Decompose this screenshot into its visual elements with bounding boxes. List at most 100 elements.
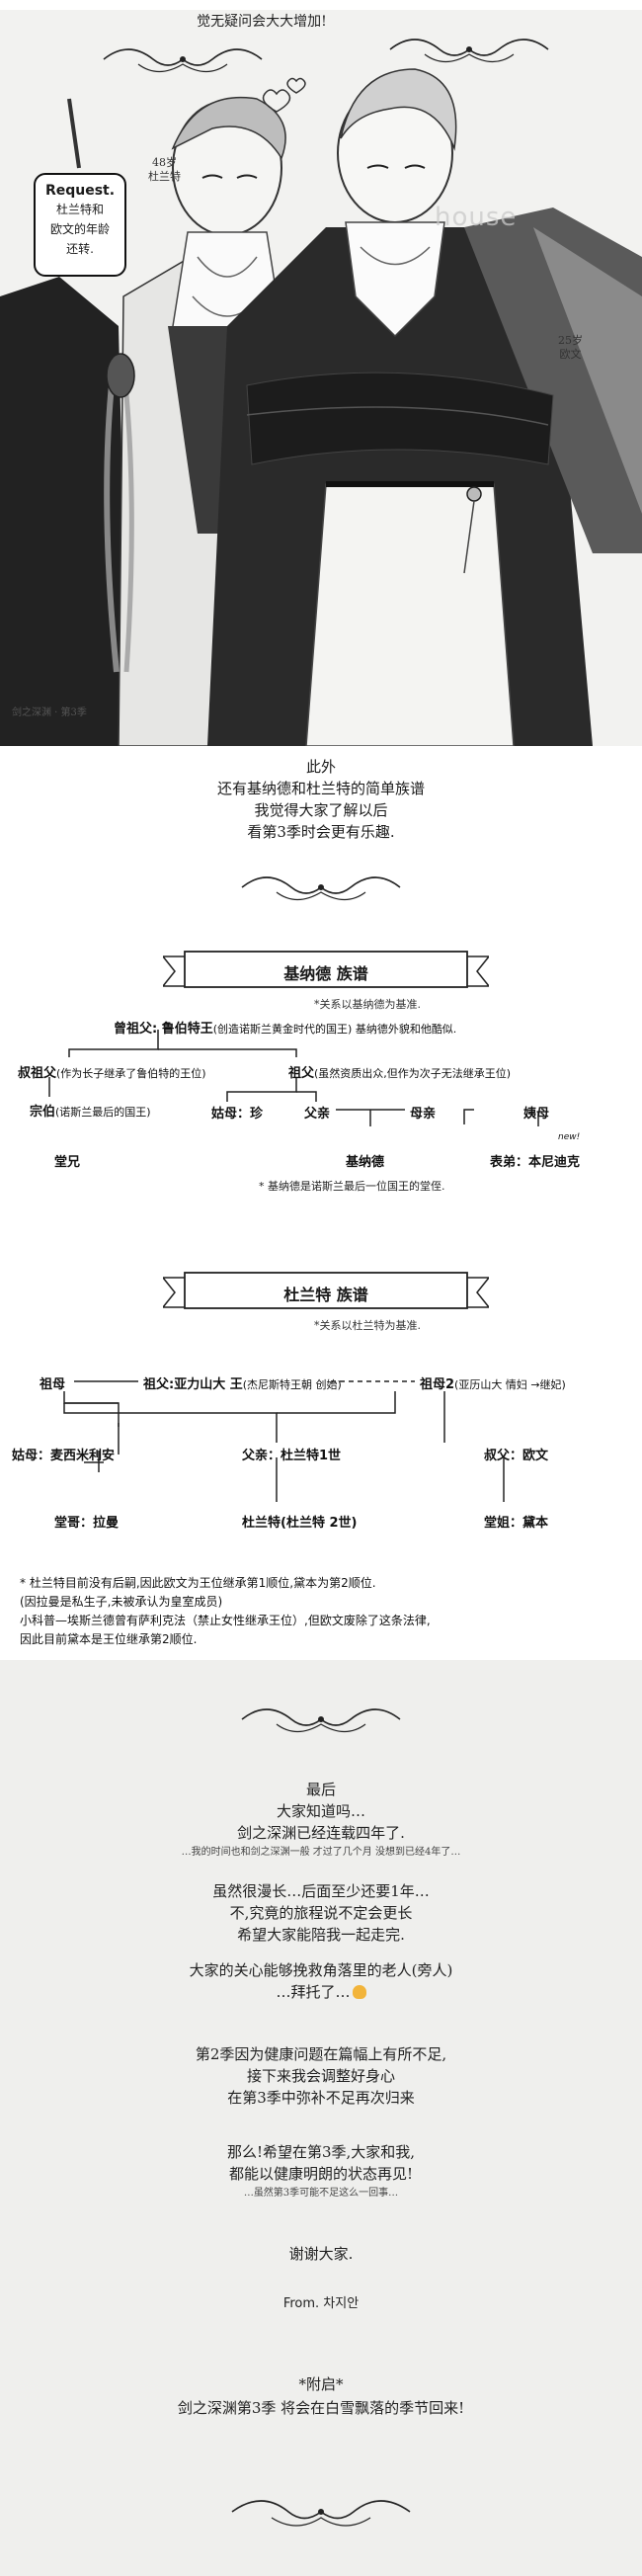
closing-line-with-icon: …拜托了… — [0, 1981, 642, 2003]
kinard-aunt2: 姨母 — [523, 1103, 549, 1122]
node-label: 基纳德 — [346, 1155, 385, 1170]
node-label: 叔祖父 — [18, 1066, 57, 1081]
intro-line: 看第3季时会更有乐趣. — [247, 823, 395, 841]
node-label: 叔父：欧文 — [484, 1449, 549, 1463]
node-label: 宗伯 — [30, 1105, 56, 1120]
succession-line: * 杜兰特目前没有后嗣,因此欧文为王位继承第1顺位,黛本为第2顺位. — [20, 1576, 376, 1590]
closing-line: 最后 — [305, 1781, 336, 1798]
closing-block-5: 那么!希望在第3季,大家和我, 都能以健康明朗的状态再见! — [0, 2141, 642, 2185]
kinard-tree-lines — [48, 1030, 539, 1126]
intro-text: 此外 还有基纳德和杜兰特的简单族谱 我觉得大家了解以后 看第3季时会更有乐趣. — [0, 756, 642, 843]
closing-line: …拜托了… — [276, 1983, 351, 2001]
watermark-text: house — [435, 203, 518, 232]
node-desc: (创造诺斯兰黄金时代的国王) 基纳德外貌和他酷似. — [212, 1023, 457, 1036]
flourish-ornament-bottom — [231, 2500, 411, 2527]
kinard-banner-ribbon — [163, 951, 489, 988]
closing-block-1: 最后 大家知道吗… 剑之深渊已经连载四年了. — [0, 1779, 642, 1844]
closing-thanks: 谢谢大家. — [288, 2245, 354, 2263]
credit-text: 剑之深渊 · 第3季 — [12, 707, 87, 718]
closing-small-5: …虽然第3季可能不足这么一回事… — [243, 2188, 399, 2199]
kinard-aunt: 姑母：珍 — [211, 1103, 263, 1122]
appendix-text: 剑之深渊第3季 将会在白雪飘落的季节回来! — [177, 2399, 465, 2417]
intro-line: 我觉得大家了解以后 — [254, 801, 388, 819]
top-caption: 觉无疑问会大大增加! — [197, 14, 327, 30]
new-badge: new! — [558, 1132, 581, 1142]
succession-line: 小科普—埃斯兰德曾有萨利克法（禁止女性继承王位）,但欧文废除了这条法律, — [20, 1614, 431, 1627]
kinard-great-grandfather: 曾祖父: 鲁伯特王(创造诺斯兰黄金时代的国王) 基纳德外貌和他酷似. — [114, 1018, 456, 1037]
node-label: 父亲：杜兰特1世 — [242, 1449, 342, 1463]
closing-line: 第2季因为健康问题在篇幅上有所不足, — [195, 2045, 447, 2063]
node-desc: (杰尼斯特王朝 创始) — [242, 1378, 342, 1391]
node-desc: (作为长子继承了鲁伯特的王位) — [56, 1067, 206, 1080]
durant-banner-ribbon — [163, 1272, 489, 1309]
flourish-ornament — [241, 1708, 401, 1733]
kinard-banner-note: *关系以基纳德为基准. — [314, 998, 421, 1011]
closing-line: 大家知道吗… — [276, 1802, 365, 1820]
closing-block-3: 大家的关心能够挽救角落里的老人(旁人) …拜托了… — [0, 1959, 642, 2003]
durant-grandmother: 祖母 — [40, 1373, 65, 1392]
closing-line: 大家的关心能够挽救角落里的老人(旁人) — [189, 1961, 453, 1979]
kinard-cousin: 堂兄 — [54, 1151, 80, 1170]
closing-line: 剑之深渊已经连载四年了. — [237, 1824, 405, 1842]
node-label: 祖母 — [40, 1377, 66, 1392]
age-label-owen: 25岁 欧文 — [558, 334, 583, 362]
node-label: 姨母 — [523, 1107, 550, 1122]
node-label: 姑母：珍 — [211, 1107, 264, 1122]
durant-cousin: 堂哥：拉曼 — [54, 1512, 119, 1531]
durant-banner-note: *关系以杜兰特为基准. — [314, 1319, 421, 1332]
node-label: 堂兄 — [54, 1155, 81, 1170]
age-value: 48岁 — [152, 156, 177, 169]
age-name: 欧文 — [559, 348, 582, 361]
kinard-grandfather: 祖父(虽然资质出众,但作为次子无法继承王位) — [288, 1062, 511, 1081]
illustration-artwork — [0, 0, 642, 746]
appendix-title: *附启* — [298, 2375, 344, 2393]
request-note-card: Request. 杜兰特和 欧文的年龄 还转. — [34, 173, 126, 277]
kinard-mother: 母亲 — [410, 1103, 436, 1122]
node-label: 堂姐：黛本 — [484, 1516, 549, 1531]
intro-line: 还有基纳德和杜兰特的简单族谱 — [216, 780, 425, 797]
node-desc: (亚历山大 情妇 →继妃) — [454, 1378, 566, 1391]
closing-line: 接下来我会调整好身心 — [246, 2067, 395, 2085]
note-card-title: Request. — [44, 183, 116, 199]
kinard-self: 基纳德 — [346, 1151, 384, 1170]
intro-line: 此外 — [305, 758, 336, 776]
durant-cousin2: 堂姐：黛本 — [484, 1512, 548, 1531]
age-value: 25岁 — [558, 334, 583, 347]
flourish-ornament — [103, 48, 263, 73]
closing-line: 在第3季中弥补不足再次归来 — [227, 2089, 415, 2107]
closing-line: 希望大家能陪我一起走完. — [237, 1926, 405, 1944]
closing-line: 那么!希望在第3季,大家和我, — [226, 2143, 416, 2161]
kinard-banner: 基纳德 族谱 — [163, 949, 489, 994]
durant-banner: 杜兰特 族谱 — [163, 1270, 489, 1315]
node-desc: (虽然资质出众,但作为次子无法继承王位) — [314, 1067, 512, 1080]
durant-tree-lines — [63, 1380, 505, 1502]
note-card-line: 还转. — [66, 242, 94, 256]
waving-hand-icon — [352, 1985, 366, 1999]
node-desc: (诺斯兰最后的国王) — [55, 1106, 151, 1119]
node-label: 母亲 — [410, 1107, 437, 1122]
closing-line: 虽然很漫长…后面至少还要1年… — [212, 1882, 430, 1900]
node-label: 姑母：麦西米利安 — [12, 1449, 116, 1463]
closing-line: 都能以健康明朗的状态再见! — [228, 2165, 414, 2183]
kinard-zongbo: 宗伯(诺斯兰最后的国王) — [30, 1101, 151, 1120]
kinard-footnote: * 基纳德是诺斯兰最后一位国王的堂侄. — [259, 1180, 445, 1193]
closing-section: 最后 大家知道吗… 剑之深渊已经连载四年了. …我的时间也和剑之深渊一般 才过了… — [0, 1660, 642, 2576]
age-label-durant: 48岁 杜兰特 — [148, 156, 181, 184]
closing-block-4: 第2季因为健康问题在篇幅上有所不足, 接下来我会调整好身心 在第3季中弥补不足再… — [0, 2043, 642, 2109]
node-label: 杜兰特(杜兰特 2世) — [242, 1516, 358, 1531]
kinard-cousin2: 表弟：本尼迪克 — [490, 1151, 580, 1170]
durant-aunt: 姑母：麦西米利安 — [12, 1445, 115, 1463]
closing-small-1: …我的时间也和剑之深渊一般 才过了几个月 没想到已经4年了… — [181, 1847, 461, 1858]
durant-banner-title: 杜兰特 族谱 — [283, 1286, 368, 1304]
succession-line: 因此目前黛本是王位继承第2顺位. — [20, 1632, 198, 1646]
node-label: 父亲 — [304, 1107, 331, 1122]
kinard-banner-title: 基纳德 族谱 — [283, 964, 368, 983]
durant-grandfather: 祖父:亚力山大 王(杰尼斯特王朝 创始) — [143, 1373, 342, 1392]
manga-illustration: 觉无疑问会大大增加! Request. 杜兰特和 欧文的年龄 还转. 48岁 杜… — [0, 0, 642, 746]
age-name: 杜兰特 — [148, 170, 181, 183]
note-card-line: 欧文的年龄 — [49, 222, 110, 236]
kinard-great-uncle: 叔祖父(作为长子继承了鲁伯特的王位) — [18, 1062, 206, 1081]
note-card-line: 杜兰特和 — [55, 203, 104, 216]
succession-notes: * 杜兰特目前没有后嗣,因此欧文为王位继承第1顺位,黛本为第2顺位. (因拉曼是… — [20, 1574, 627, 1649]
durant-uncle: 叔父：欧文 — [484, 1445, 548, 1463]
